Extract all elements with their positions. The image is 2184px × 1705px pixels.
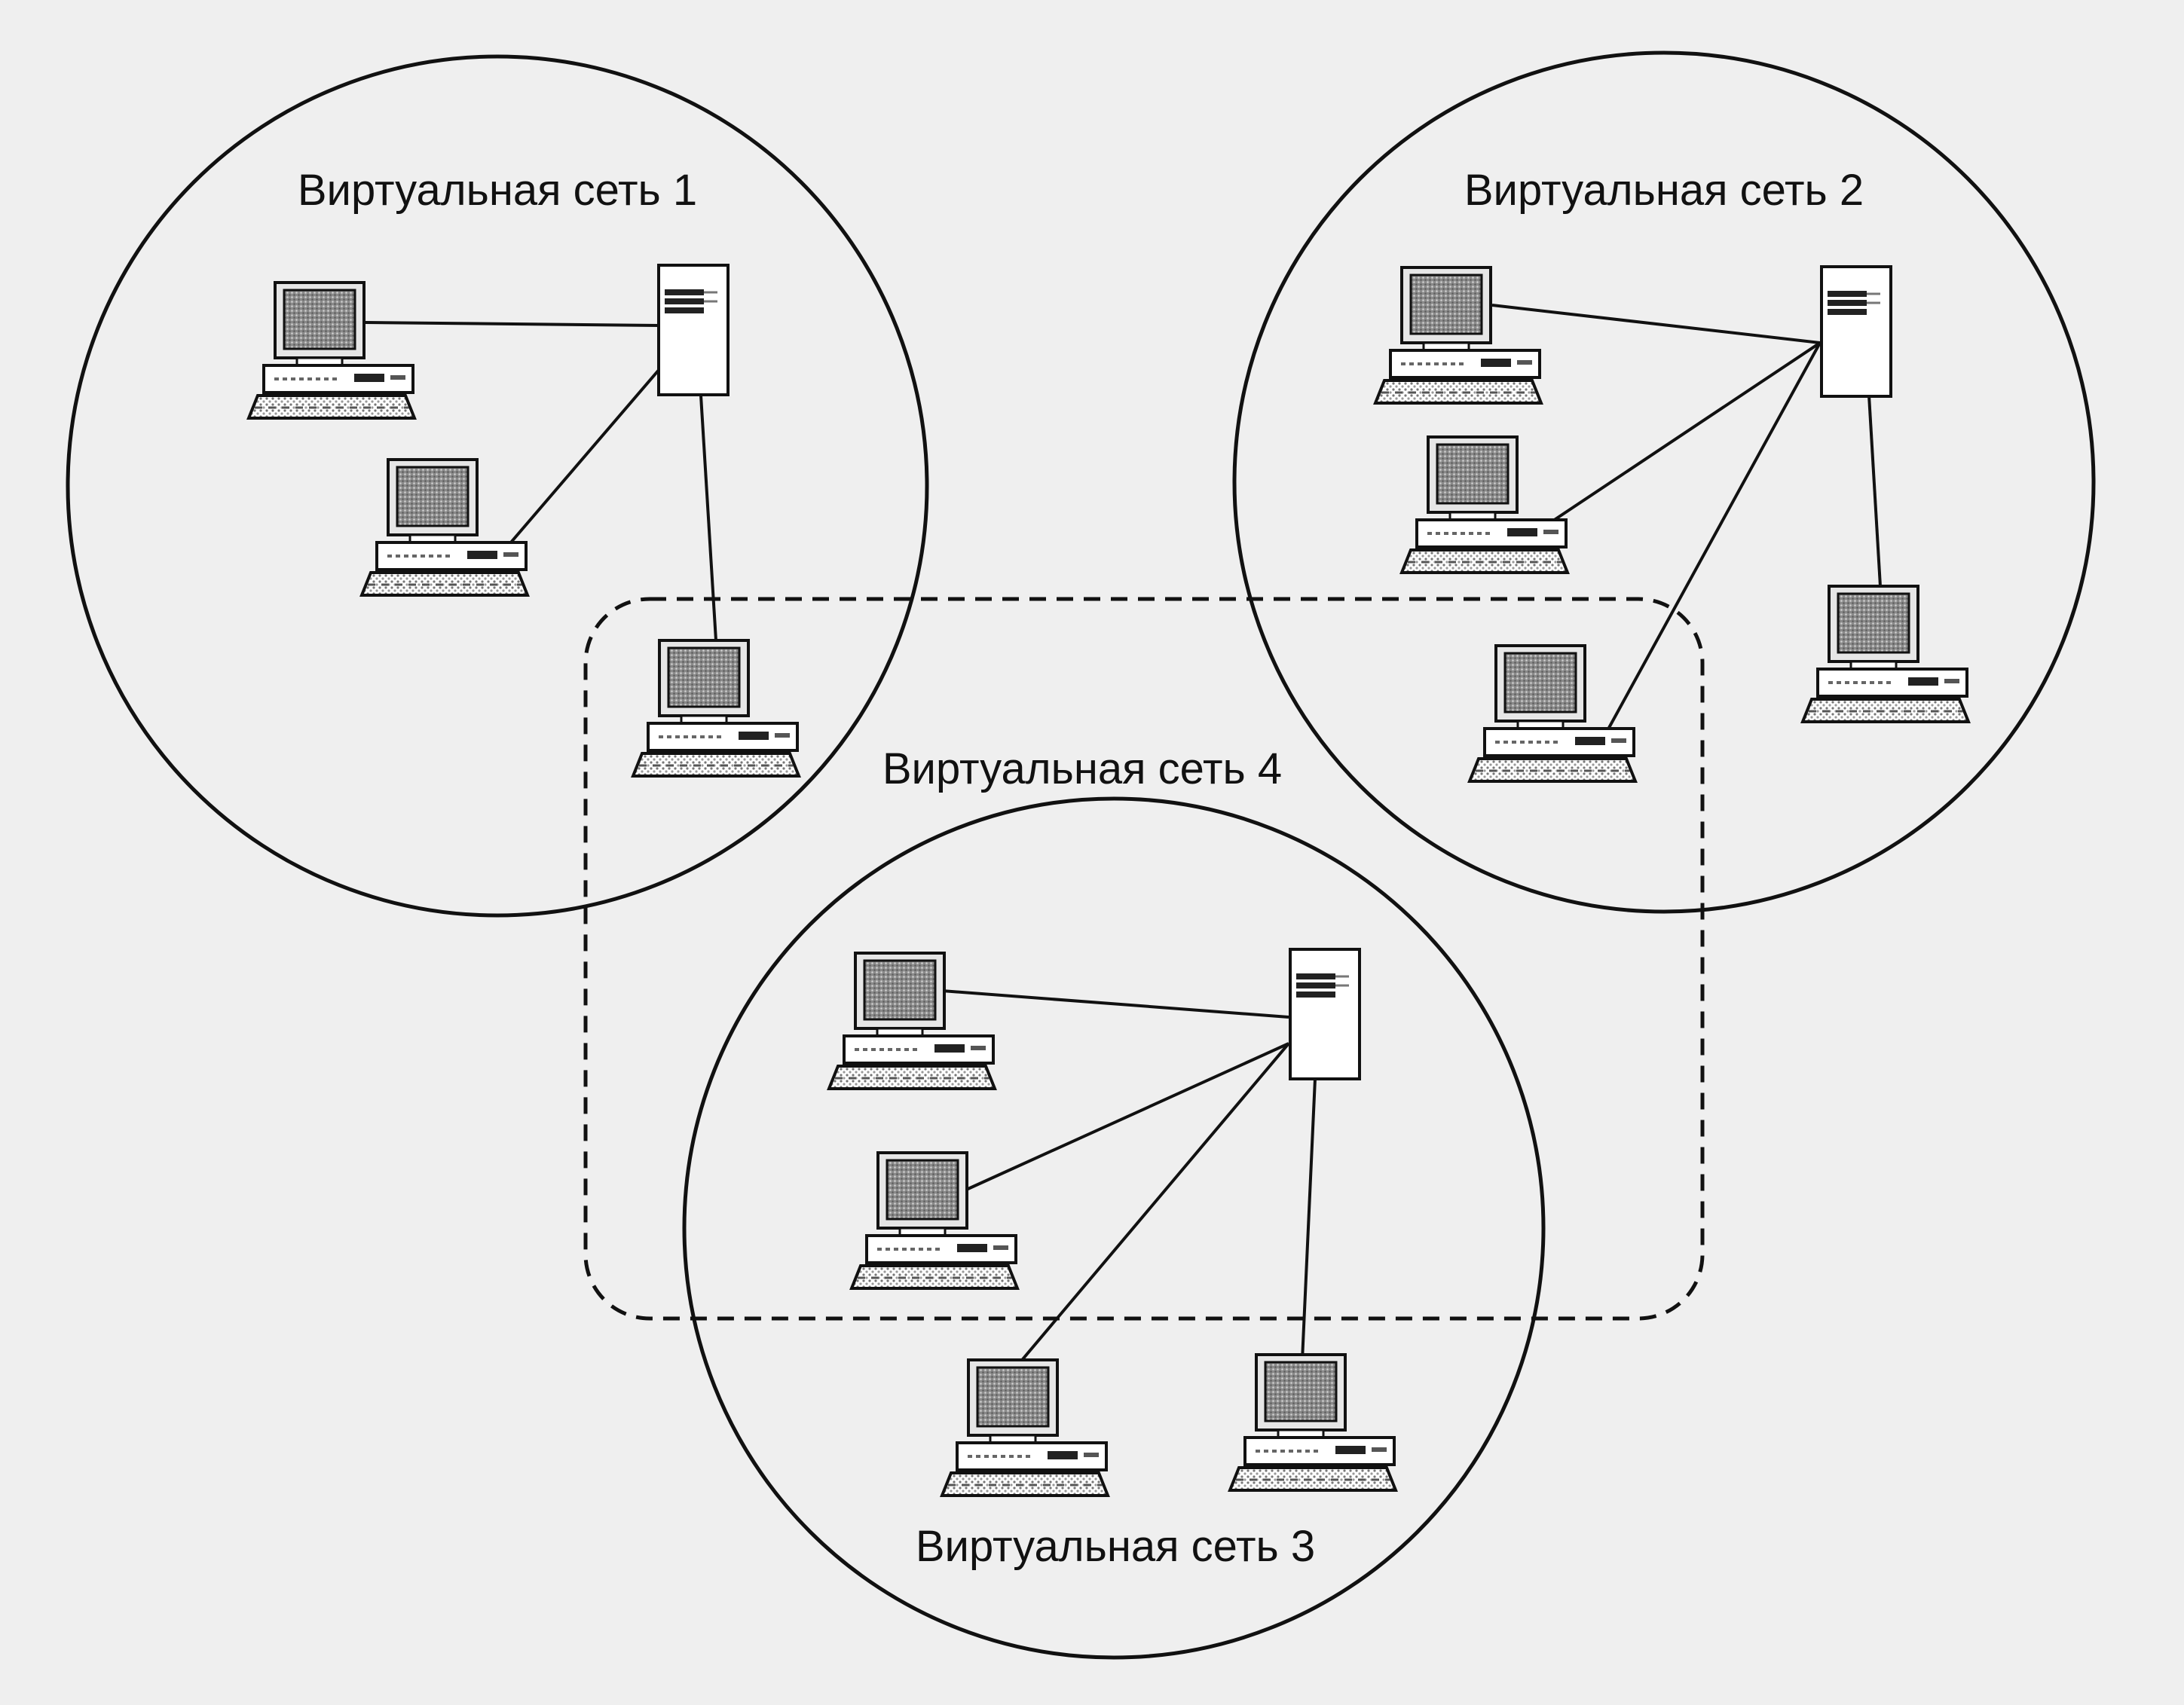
link-n2-pc4	[1867, 395, 1882, 587]
workstations	[247, 266, 1970, 1497]
label-virtual-network-1: Виртуальная сеть 1	[298, 166, 697, 215]
virtual-network-4-boundary	[583, 597, 1705, 1321]
servers	[657, 264, 1892, 1080]
link-n3-pc1	[941, 989, 1289, 1019]
workstation-icon	[632, 639, 800, 778]
workstation-icon	[247, 281, 416, 420]
virtual-network-3-boundary	[682, 796, 1546, 1660]
server-icon	[1289, 948, 1361, 1080]
workstation-icon	[827, 952, 996, 1090]
link-n2-pc1	[1491, 304, 1821, 344]
workstation-icon	[1400, 435, 1569, 574]
network-labels: Виртуальная сеть 1 Виртуальная сеть 2 Ви…	[298, 166, 1864, 1571]
workstation-icon	[1374, 266, 1543, 405]
link-n2-pc2	[1536, 341, 1822, 533]
virtual-network-2-boundary	[1232, 50, 2096, 914]
network-links	[365, 304, 1882, 1365]
workstation-icon	[941, 1358, 1109, 1497]
link-n1-pc2	[500, 368, 661, 555]
link-n1-pc1	[365, 321, 660, 327]
server-icon	[1820, 265, 1892, 398]
server-icon	[657, 264, 730, 396]
label-virtual-network-2: Виртуальная сеть 2	[1464, 166, 1864, 215]
workstation-icon	[1228, 1353, 1397, 1492]
workstation-icon	[1468, 644, 1637, 783]
workstation-icon	[1801, 585, 1970, 723]
link-n2-pc3	[1604, 342, 1822, 735]
network-boundaries	[66, 50, 2096, 1660]
link-n3-pc2	[964, 1042, 1289, 1192]
link-n3-pc3	[1017, 1042, 1290, 1365]
virtual-network-1-boundary	[66, 54, 929, 918]
link-n1-pc-shared	[699, 395, 717, 641]
workstation-icon	[850, 1151, 1019, 1290]
workstation-icon	[360, 458, 529, 597]
label-virtual-network-3: Виртуальная сеть 3	[916, 1522, 1315, 1571]
link-n3-pc4	[1301, 1078, 1317, 1361]
label-virtual-network-4: Виртуальная сеть 4	[882, 744, 1282, 793]
